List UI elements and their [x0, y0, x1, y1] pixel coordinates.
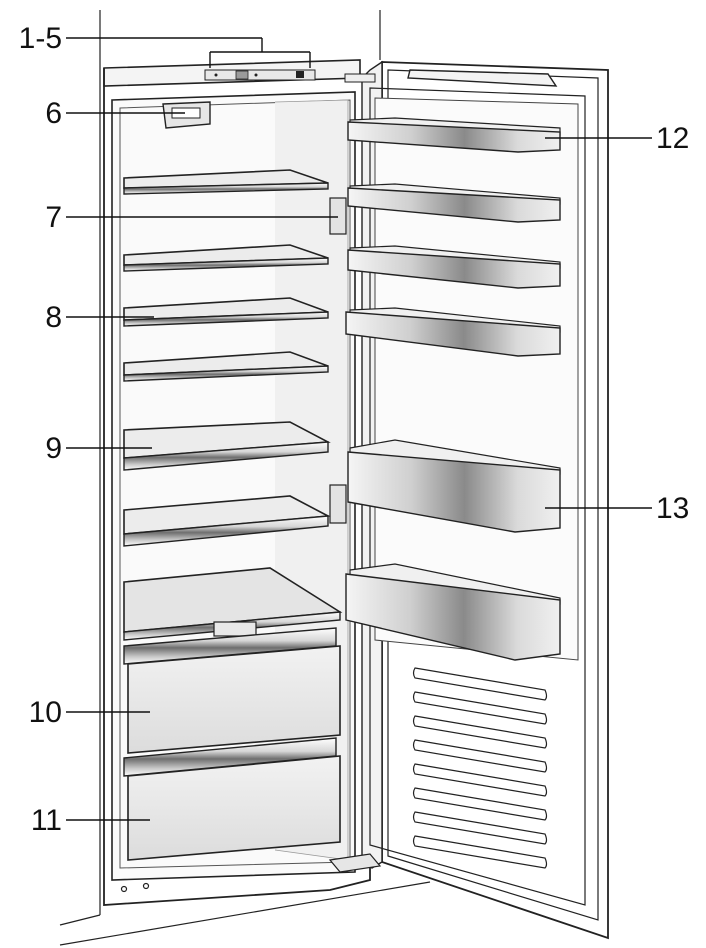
callout-7: 7 — [45, 201, 62, 234]
fan-panel — [329, 197, 347, 235]
callout-12: 12 — [656, 122, 690, 155]
callout-11: 11 — [30, 804, 62, 837]
door-vent-slots — [412, 667, 548, 869]
drawer-lower — [123, 737, 341, 861]
door-rack — [345, 307, 561, 357]
control-panel — [204, 69, 316, 81]
wall-panel — [329, 484, 347, 524]
glass-shelf — [123, 351, 329, 382]
glass-shelf — [123, 297, 329, 327]
door-bin — [347, 439, 561, 533]
door-rack — [347, 117, 561, 153]
leader-lines — [66, 37, 652, 821]
callout-9: 9 — [45, 432, 62, 465]
interior-light — [162, 101, 211, 129]
drawer-upper — [123, 627, 341, 754]
door-rack — [347, 183, 561, 223]
glass-shelf — [123, 495, 331, 547]
door-bin — [345, 563, 561, 661]
callout-10: 10 — [28, 696, 62, 729]
door-rack — [347, 245, 561, 289]
callout-8: 8 — [45, 301, 62, 334]
cabinet-niche — [59, 10, 431, 946]
callout-1-5: 1-5 — [18, 22, 62, 55]
callout-6: 6 — [45, 97, 62, 130]
glass-shelf — [123, 421, 331, 471]
drawer-cover-shelf — [123, 567, 343, 641]
glass-shelf — [123, 169, 329, 195]
glass-shelf — [123, 244, 329, 272]
callout-13: 13 — [656, 492, 690, 525]
